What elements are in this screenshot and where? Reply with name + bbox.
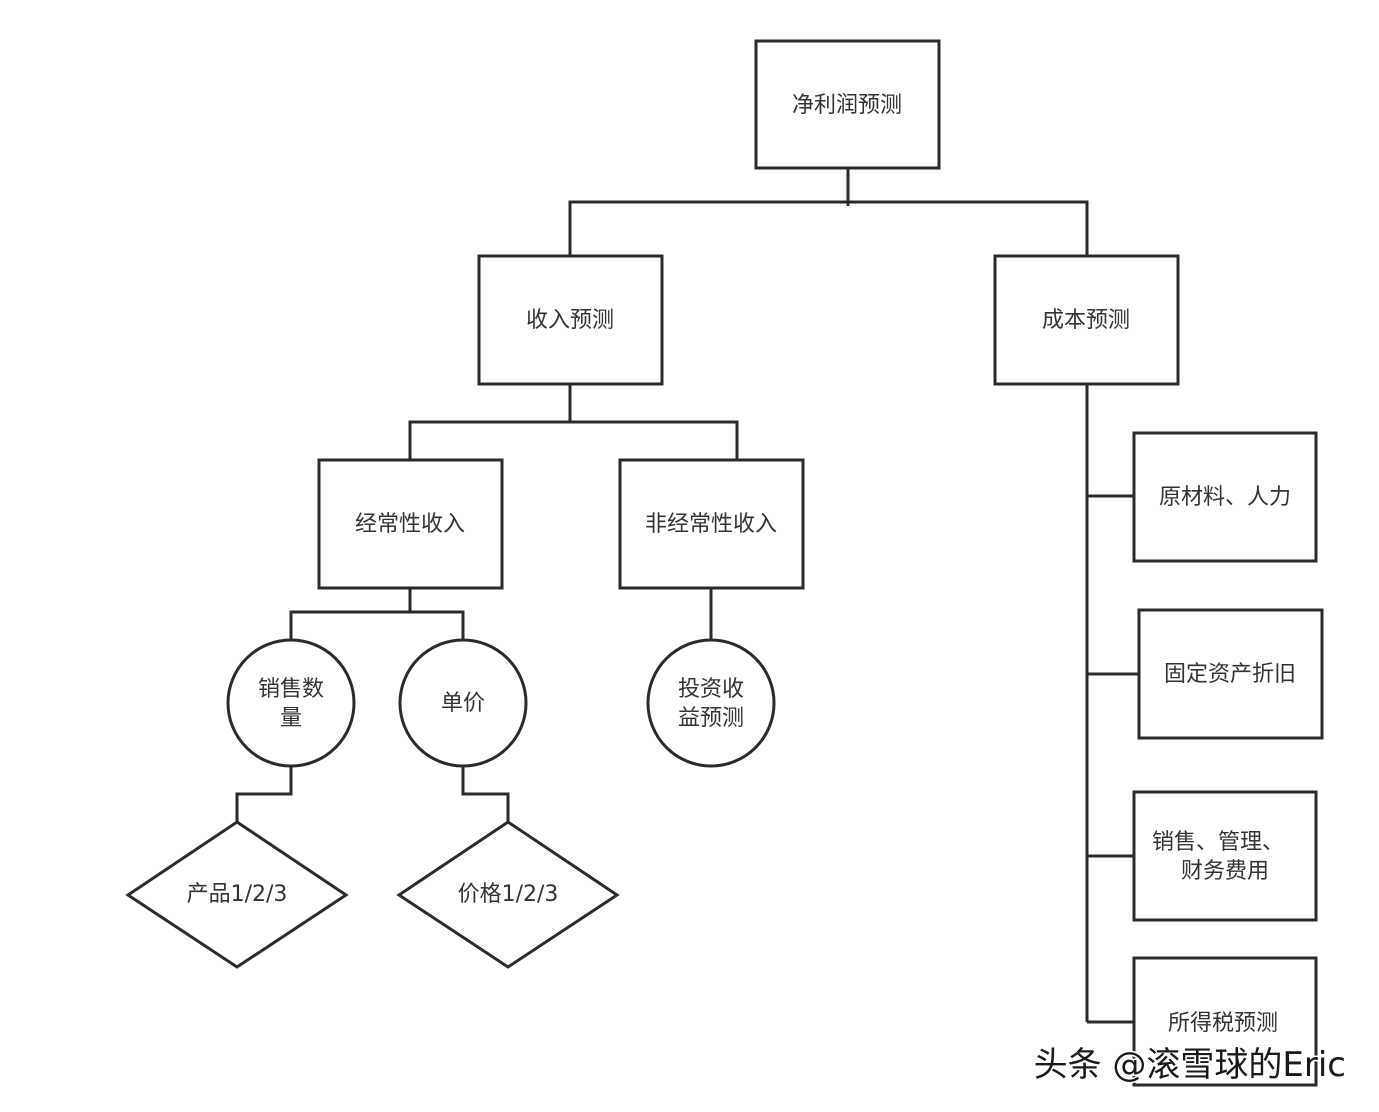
node-label: 原材料、人力 (1159, 485, 1291, 510)
node-prices: 价格1/2/3 (396, 820, 620, 969)
node-products: 产品1/2/3 (125, 820, 349, 969)
node-nonrecurring-income: 非经常性收入 (618, 458, 805, 590)
connector-price-to-prices (461, 767, 510, 822)
node-label-line-2: 量 (280, 706, 302, 731)
node-sales-quantity: 销售数 量 (226, 638, 356, 768)
node-label: 成本预测 (1042, 308, 1130, 333)
watermark: 头条 @滚雪球的Eric (1034, 1045, 1346, 1085)
node-unit-price: 单价 (398, 638, 528, 768)
node-cost-forecast: 成本预测 (993, 254, 1180, 386)
node-label: 产品1/2/3 (187, 882, 288, 907)
node-investment-income: 投资收 益预测 (646, 638, 776, 768)
connector-revenue-to-children (408, 384, 739, 460)
connector-cost-spine (1085, 384, 1139, 1024)
node-label-line-1: 投资收 (678, 677, 744, 702)
node-label: 单价 (441, 691, 485, 716)
connectors (235, 168, 1139, 1024)
connector-root-to-branches (568, 168, 1089, 256)
node-fixed-asset-depreciation: 固定资产折旧 (1137, 608, 1324, 740)
node-operating-expenses: 销售、管理、 财务费用 (1132, 790, 1318, 922)
node-income-tax: 所得税预测 (1132, 956, 1318, 1087)
node-revenue-forecast: 收入预测 (477, 254, 664, 386)
node-label-line-2: 益预测 (678, 706, 744, 731)
node-net-profit-forecast: 净利润预测 (754, 39, 941, 170)
node-materials-labor: 原材料、人力 (1132, 431, 1318, 563)
node-label: 固定资产折旧 (1164, 662, 1296, 687)
node-label: 非经常性收入 (645, 512, 777, 537)
node-label: 净利润预测 (792, 93, 902, 118)
node-label-line-1: 销售、管理、 (1152, 830, 1284, 855)
node-label: 所得税预测 (1168, 1011, 1278, 1036)
node-label: 价格1/2/3 (458, 882, 559, 907)
connector-salesqty-to-products (235, 767, 293, 822)
node-label-line-1: 销售数 (258, 677, 324, 702)
connector-recurring-to-circles (289, 588, 465, 640)
node-label: 收入预测 (526, 308, 614, 333)
node-label-line-2: 财务费用 (1181, 859, 1269, 884)
node-recurring-income: 经常性收入 (317, 458, 504, 590)
node-label: 经常性收入 (355, 512, 465, 537)
